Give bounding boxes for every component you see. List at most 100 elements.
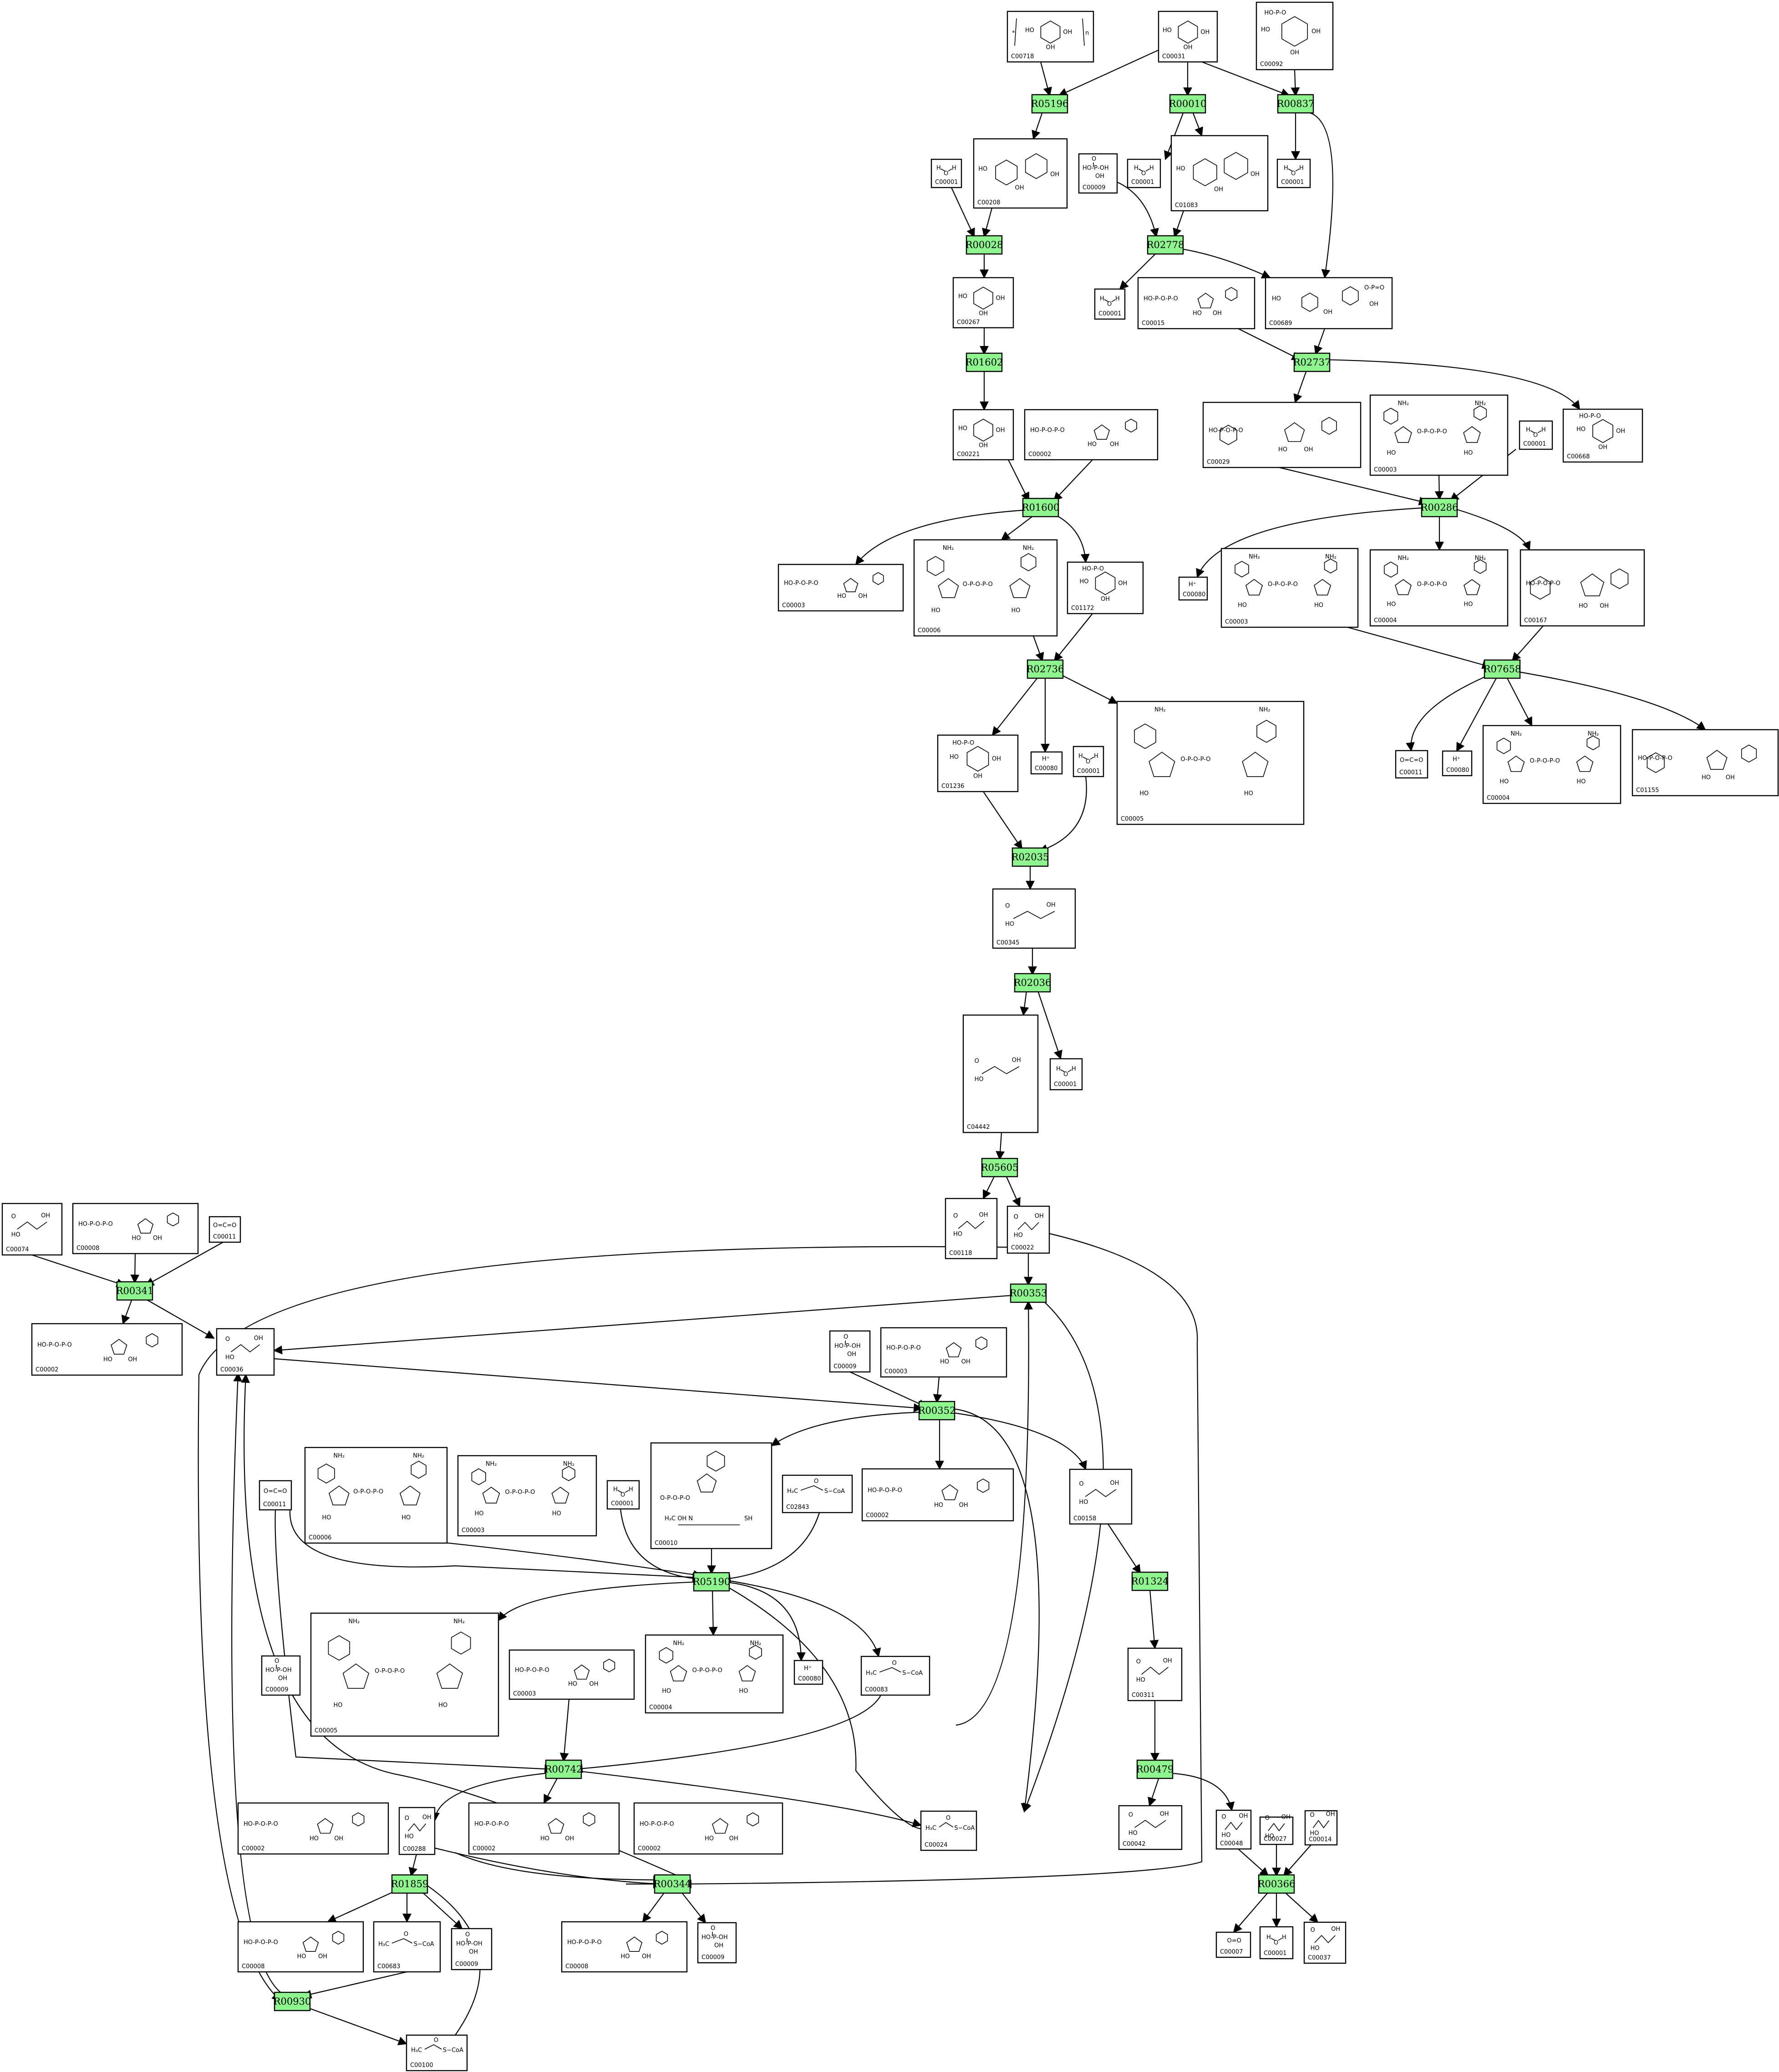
compound-node[interactable]: H⁺C00080 — [793, 1660, 823, 1685]
reaction-node[interactable]: R00286 — [1421, 498, 1459, 518]
reaction-node[interactable]: R00353 — [1010, 1283, 1047, 1303]
reaction-node[interactable]: R01600 — [1022, 498, 1060, 518]
reaction-node[interactable]: R00366 — [1258, 1874, 1296, 1894]
reaction-node[interactable]: R01324 — [1131, 1571, 1169, 1591]
reaction-node[interactable]: R01602 — [966, 352, 1003, 372]
reaction-node[interactable]: R02736 — [1027, 659, 1064, 679]
reaction-node[interactable]: R05196 — [1031, 94, 1069, 114]
reaction-node[interactable]: R07658 — [1484, 659, 1521, 679]
compound-node[interactable]: H⁺C00080 — [1030, 751, 1063, 775]
reaction-node[interactable]: R02737 — [1293, 352, 1331, 372]
reaction-node[interactable]: R00479 — [1136, 1759, 1174, 1779]
reaction-node[interactable]: R01859 — [391, 1874, 429, 1894]
reaction-node[interactable]: R00341 — [116, 1281, 154, 1301]
reaction-node[interactable]: R05605 — [981, 1158, 1019, 1178]
reaction-node[interactable]: R02778 — [1147, 235, 1184, 255]
reaction-node[interactable]: R00837 — [1277, 94, 1315, 114]
compound-node[interactable]: H⁺C00080 — [1442, 750, 1473, 777]
reaction-node[interactable]: R00742 — [545, 1759, 583, 1779]
reaction-node[interactable]: R00352 — [918, 1401, 956, 1421]
reaction-node[interactable]: R05190 — [693, 1572, 731, 1592]
reaction-node[interactable]: R00028 — [966, 235, 1003, 255]
reaction-node[interactable]: R02036 — [1014, 973, 1052, 993]
reaction-node[interactable]: R00344 — [654, 1874, 691, 1894]
compound-node[interactable]: H⁺C00080 — [1178, 576, 1208, 601]
reaction-node[interactable]: R02035 — [1011, 847, 1049, 867]
reaction-node[interactable]: R00930 — [274, 1991, 311, 2011]
reaction-node[interactable]: R00010 — [1169, 94, 1207, 114]
